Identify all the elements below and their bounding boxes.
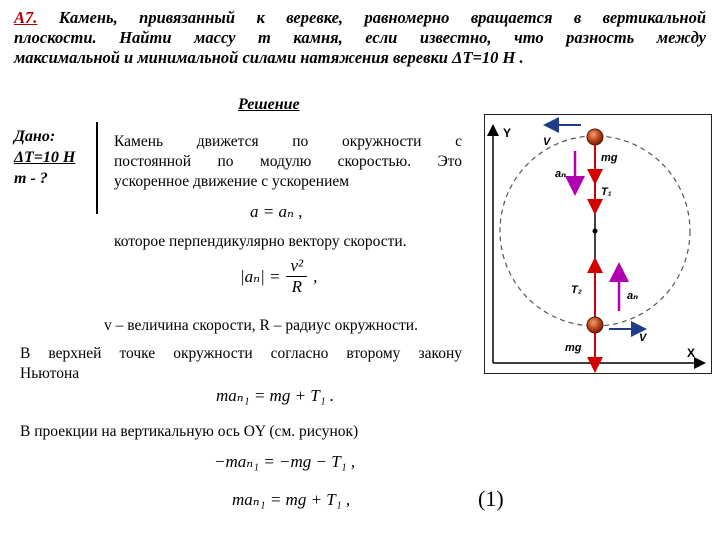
paragraph-projection: В проекции на вертикальную ось OY (см. р… bbox=[20, 423, 359, 440]
formula-acceleration: a = aₙ , bbox=[250, 202, 303, 221]
given-divider bbox=[96, 122, 98, 214]
paragraph-newton: В верхней точке окружности согласно втор… bbox=[20, 344, 462, 384]
x-axis-label: X bbox=[687, 346, 695, 360]
paragraph-newton-line-1: В верхней точке окружности согласно втор… bbox=[20, 345, 462, 362]
solution-heading: Решение bbox=[238, 96, 300, 113]
figure-panel: Y X V mg aₙ T₁ T₂ aₙ V mg bbox=[484, 114, 712, 374]
given-unknown: m - ? bbox=[14, 170, 48, 187]
problem-number: А7. bbox=[14, 8, 38, 27]
formula-centripetal-lhs: |aₙ| = bbox=[240, 266, 281, 286]
paragraph-perpendicular: которое перпендикулярно вектору скорости… bbox=[114, 233, 407, 250]
accel-top-label: aₙ bbox=[555, 168, 566, 180]
problem-line-1: Камень, привязанный к веревке, равномерн… bbox=[58, 8, 707, 27]
problem-line-2: плоскости. Найти массу m камня, если изв… bbox=[14, 28, 706, 47]
velocity-top-label: V bbox=[543, 136, 552, 148]
problem-line-3: максимальной и минимальной силами натяже… bbox=[14, 48, 524, 67]
given-title: Дано: bbox=[14, 128, 56, 145]
paragraph-motion-line-2: постоянной по модулю скоростью. Это bbox=[114, 153, 462, 170]
formula-newton-vector: maₙ₁ = mg + T₁ . bbox=[216, 386, 335, 405]
given-delta-t: ΔT=10 Н bbox=[14, 149, 76, 166]
formula-centripetal-denominator: R bbox=[291, 277, 302, 296]
y-axis-label: Y bbox=[503, 126, 511, 140]
tension-bottom-label: T₂ bbox=[571, 284, 582, 296]
formula-projection-2: maₙ₁ = mg + T₁ , bbox=[232, 490, 351, 509]
tension-top-label: T₁ bbox=[601, 186, 612, 198]
equation-number: (1) bbox=[478, 486, 504, 511]
paragraph-newton-line-2: Ньютона bbox=[20, 365, 80, 382]
formula-centripetal-fraction: v² R bbox=[286, 256, 308, 297]
formula-centripetal-numerator: v² bbox=[286, 256, 308, 277]
paragraph-motion: Камень движется по окружности с постоянн… bbox=[114, 132, 462, 192]
velocity-bottom-label: V bbox=[639, 332, 648, 344]
gravity-bottom-label: mg bbox=[565, 342, 582, 354]
paragraph-variables: v – величина скорости, R – радиус окружн… bbox=[104, 317, 418, 334]
paragraph-motion-line-1: Камень движется по окружности с bbox=[114, 133, 462, 150]
formula-centripetal-tail: , bbox=[313, 266, 318, 286]
stone-bottom bbox=[586, 316, 604, 334]
stone-top bbox=[586, 128, 604, 146]
circle-center bbox=[592, 228, 598, 234]
paragraph-motion-line-3: ускоренное движение с ускорением bbox=[114, 173, 350, 190]
formula-centripetal: |aₙ| = v² R , bbox=[240, 256, 317, 297]
problem-statement: А7. Камень, привязанный к веревке, равно… bbox=[14, 8, 706, 68]
accel-bottom-label: aₙ bbox=[627, 290, 638, 302]
gravity-top-label: mg bbox=[601, 152, 618, 164]
formula-projection-1: −maₙ₁ = −mg − T₁ , bbox=[214, 452, 356, 471]
given-block: Дано: ΔT=10 Н m - ? bbox=[14, 126, 75, 189]
circle-motion-diagram: Y X V mg aₙ T₁ T₂ aₙ V mg bbox=[487, 117, 706, 373]
